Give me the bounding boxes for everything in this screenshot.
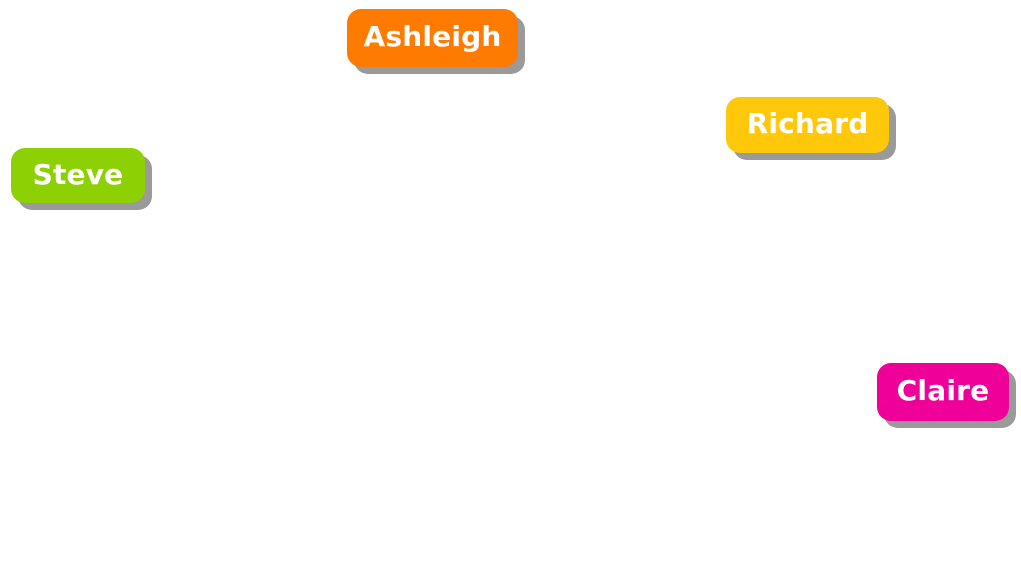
name-badge-label: Steve <box>32 157 124 191</box>
name-badge-steve[interactable]: Steve <box>11 148 145 203</box>
name-badge-richard[interactable]: Richard <box>726 97 889 153</box>
name-badge-ashleigh[interactable]: Ashleigh <box>347 9 518 67</box>
name-badge-label: Claire <box>896 374 990 407</box>
name-badge-label: Ashleigh <box>363 20 502 53</box>
name-badge-claire[interactable]: Claire <box>877 363 1009 421</box>
name-badge-label: Richard <box>746 107 869 140</box>
